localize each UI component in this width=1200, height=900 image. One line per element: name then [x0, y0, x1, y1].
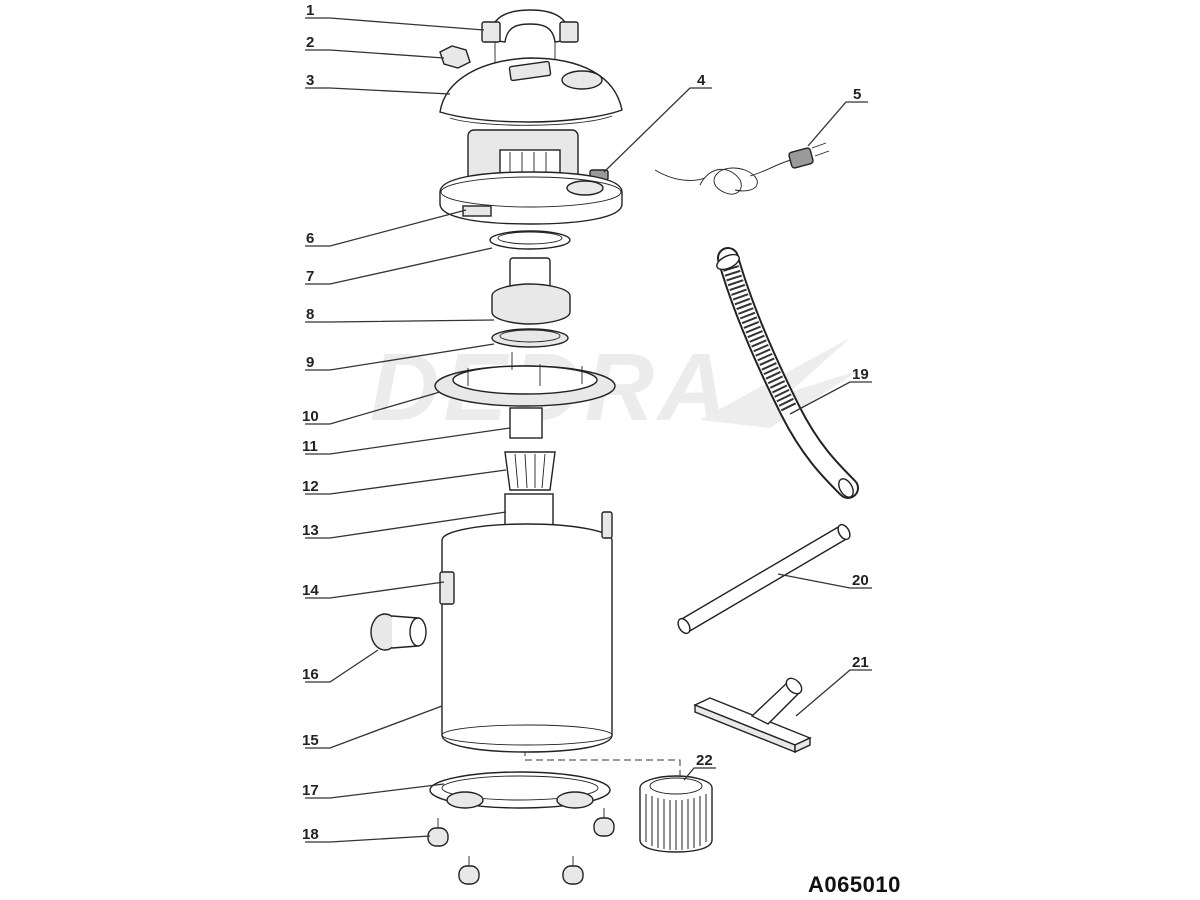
- callout-22: 22: [696, 752, 713, 769]
- part-ring-upper: [489, 230, 571, 250]
- callout-14: 14: [302, 582, 319, 599]
- callout-21: 21: [852, 654, 869, 671]
- callout-4: 4: [697, 72, 706, 89]
- callout-7: 7: [306, 268, 314, 285]
- callout-20: 20: [852, 572, 869, 589]
- callout-12: 12: [302, 478, 319, 495]
- callout-11: 11: [302, 438, 318, 455]
- part-hose-inlet: [370, 613, 427, 651]
- filter-alignment-line: [525, 759, 681, 790]
- part-cartridge-filter: [639, 775, 713, 853]
- callout-3: 3: [306, 72, 314, 89]
- callout-1: 1: [306, 2, 314, 19]
- callout-16: 16: [302, 666, 319, 683]
- part-power-cord: [654, 142, 830, 195]
- part-clip: [439, 45, 471, 69]
- callout-18: 18: [302, 826, 319, 843]
- part-extension-tube: [677, 523, 851, 635]
- callout-15: 15: [302, 732, 319, 749]
- callout-17: 17: [302, 782, 319, 799]
- part-castor-wheels: [427, 808, 615, 885]
- part-filter-cage: [504, 451, 556, 491]
- callout-6: 6: [306, 230, 314, 247]
- callout-8: 8: [306, 306, 314, 323]
- callout-9: 9: [306, 354, 314, 371]
- part-floor-nozzle: [693, 677, 812, 754]
- part-filter-plate: [434, 352, 616, 407]
- callout-2: 2: [306, 34, 314, 51]
- callout-19: 19: [852, 366, 869, 383]
- part-tank-latch: [439, 511, 613, 605]
- part-ring-lower: [491, 328, 569, 348]
- callout-13: 13: [302, 522, 319, 539]
- part-handle: [481, 9, 579, 64]
- part-motor-housing: [439, 171, 623, 225]
- callout-5: 5: [853, 86, 861, 103]
- part-filter-neck: [509, 407, 543, 439]
- callout-10: 10: [302, 408, 319, 425]
- part-castor-base: [429, 771, 611, 809]
- callout-leaders: [305, 17, 872, 843]
- callout-labels: 1 2 3 4 5 6 7 8 9 10 11 12 13 14 15 16 1…: [302, 2, 869, 843]
- part-coupler: [491, 257, 571, 325]
- part-flexible-hose: [716, 247, 859, 499]
- part-top-cover: [439, 57, 623, 126]
- part-tank: [441, 523, 613, 753]
- drawing-code: A065010: [808, 872, 901, 897]
